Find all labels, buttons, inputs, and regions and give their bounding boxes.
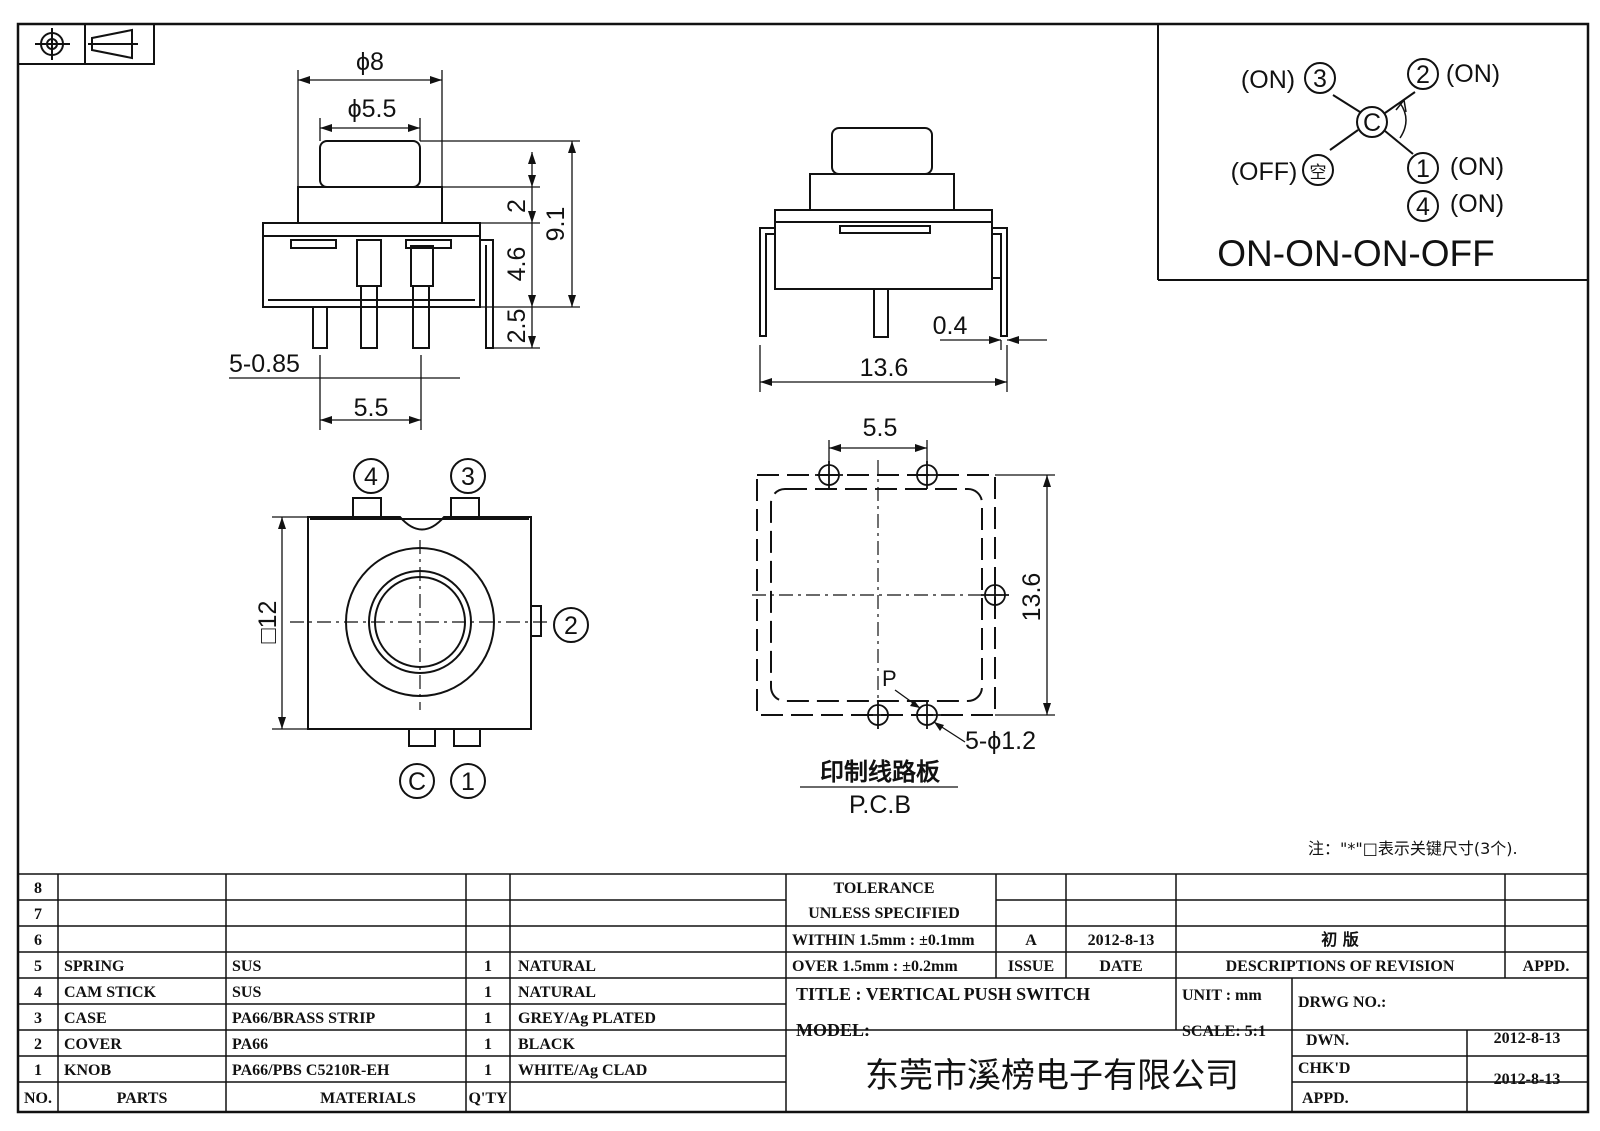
pin-number-1: 1 xyxy=(461,768,475,796)
tolerance-over: OVER 1.5mm : ±0.2mm xyxy=(792,958,958,975)
schematic-off-glyph: 空 xyxy=(1310,163,1327,183)
dim-diameter-8: ϕ8 xyxy=(356,48,384,76)
bom-cell-material: SUS xyxy=(232,984,261,1001)
approved-by-label: APPD. xyxy=(1302,1090,1349,1107)
bom-cell-no: 8 xyxy=(34,880,42,897)
schematic-on-1: (ON) xyxy=(1450,153,1504,181)
pin-number-c: C xyxy=(408,768,426,796)
bom-cell-material: PA66 xyxy=(232,1036,268,1053)
bom-cell-finish: NATURAL xyxy=(518,958,596,975)
pcb-p-label: P xyxy=(882,666,897,691)
bom-cell-material: PA66/PBS C5210R-EH xyxy=(232,1062,390,1079)
dim-width-13-6: 13.6 xyxy=(860,354,909,382)
bom-cell-finish: BLACK xyxy=(518,1036,575,1053)
rev-description-value: 初 版 xyxy=(1321,930,1359,949)
schematic-on-4: (ON) xyxy=(1450,190,1504,218)
drawing-scale: SCALE: 5:1 xyxy=(1182,1023,1266,1040)
pcb-dim-13-6: 13.6 xyxy=(1018,573,1046,622)
schematic-on-2: (ON) xyxy=(1446,60,1500,88)
bom-cell-part: SPRING xyxy=(64,958,125,975)
drawing-note: 注："*"□表示关键尺寸(3个). xyxy=(1308,839,1518,858)
dim-hole-size: 5-ϕ1.2 xyxy=(965,727,1036,755)
schematic-num-2: 2 xyxy=(1416,61,1430,89)
bom-cell-material: PA66/BRASS STRIP xyxy=(232,1010,376,1027)
dim-height-9-1: 9.1 xyxy=(542,207,570,242)
bom-header-parts: PARTS xyxy=(117,1090,168,1107)
drawing-model: MODEL: xyxy=(796,1020,870,1040)
pcb-label-cn: 印制线路板 xyxy=(820,758,941,786)
pcb-layout xyxy=(752,440,1055,788)
bom-cell-no: 5 xyxy=(34,958,42,975)
drawing-unit: UNIT : mm xyxy=(1182,987,1262,1004)
drawing-frame xyxy=(16,22,1590,1114)
dim-height-2: 2 xyxy=(503,199,531,213)
projection-symbol-icon xyxy=(18,24,155,65)
checked-date: 2012-8-13 xyxy=(1494,1071,1561,1088)
bom-cell-no: 6 xyxy=(34,932,42,949)
bom-title-table xyxy=(18,873,1588,1112)
rev-description-header: DESCRIPTIONS OF REVISION xyxy=(1226,958,1455,975)
top-view xyxy=(272,458,589,799)
bom-cell-material: SUS xyxy=(232,958,261,975)
bom-header-no: NO. xyxy=(24,1090,52,1107)
bom-cell-part: COVER xyxy=(64,1036,122,1053)
bom-cell-qty: 1 xyxy=(484,1062,492,1079)
bom-cell-qty: 1 xyxy=(484,1036,492,1053)
drawn-by-label: DWN. xyxy=(1306,1032,1349,1049)
bom-cell-finish: NATURAL xyxy=(518,984,596,1001)
bom-cell-finish: GREY/Ag PLATED xyxy=(518,1010,656,1027)
tolerance-subtitle: UNLESS SPECIFIED xyxy=(808,905,960,922)
bom-cell-qty: 1 xyxy=(484,1010,492,1027)
tolerance-within: WITHIN 1.5mm : ±0.1mm xyxy=(792,932,975,949)
bom-cell-no: 1 xyxy=(34,1062,42,1079)
drawing-title: TITLE : VERTICAL PUSH SWITCH xyxy=(796,984,1090,1004)
bom-header-materials: MATERIALS xyxy=(320,1090,416,1107)
rev-approved-header: APPD. xyxy=(1523,958,1570,975)
bom-cell-no: 7 xyxy=(34,906,42,923)
bom-cell-no: 3 xyxy=(34,1010,42,1027)
schematic-on-3: (ON) xyxy=(1241,66,1295,94)
rev-date-header: DATE xyxy=(1099,958,1142,975)
dim-diameter-5-5: ϕ5.5 xyxy=(348,95,397,123)
pcb-label-en: P.C.B xyxy=(849,791,911,819)
rev-issue-value: A xyxy=(1025,932,1037,949)
schematic-off: (OFF) xyxy=(1231,158,1298,186)
dim-square-12: □12 xyxy=(254,601,282,644)
drawn-date: 2012-8-13 xyxy=(1494,1030,1561,1047)
bom-cell-qty: 1 xyxy=(484,984,492,1001)
bom-cell-part: CAM STICK xyxy=(64,984,157,1001)
bom-cell-qty: 1 xyxy=(484,958,492,975)
company-name: 东莞市溪榜电子有限公司 xyxy=(865,1056,1239,1096)
bom-cell-no: 2 xyxy=(34,1036,42,1053)
bom-cell-no: 4 xyxy=(34,984,42,1001)
bom-header-qty: Q'TY xyxy=(468,1090,508,1107)
drawing-number-label: DRWG NO.: xyxy=(1298,994,1386,1011)
side-view xyxy=(759,127,1047,392)
dim-thickness-0-4: 0.4 xyxy=(933,312,968,340)
bom-cell-finish: WHITE/Ag CLAD xyxy=(518,1062,647,1079)
schematic-num-1: 1 xyxy=(1416,155,1430,183)
pcb-dim-pitch: 5.5 xyxy=(863,414,898,442)
bom-cell-part: CASE xyxy=(64,1010,107,1027)
pin-number-2: 2 xyxy=(564,612,578,640)
tolerance-title: TOLERANCE xyxy=(833,880,934,897)
rev-date-value: 2012-8-13 xyxy=(1088,932,1155,949)
schematic-num-3: 3 xyxy=(1313,65,1327,93)
checked-by-label: CHK'D xyxy=(1298,1060,1350,1077)
schematic-title: ON-ON-ON-OFF xyxy=(1217,233,1494,274)
dim-height-4-6: 4.6 xyxy=(503,247,531,282)
front-view xyxy=(229,70,580,430)
rev-issue-header: ISSUE xyxy=(1008,958,1054,975)
dim-height-2-5: 2.5 xyxy=(503,309,531,344)
schematic-num-4: 4 xyxy=(1416,193,1430,221)
schematic-common: C xyxy=(1363,109,1381,137)
bom-cell-part: KNOB xyxy=(64,1062,111,1079)
pin-number-4: 4 xyxy=(364,463,378,491)
dim-pin-pitch: 5.5 xyxy=(354,394,389,422)
dim-pin-count-size: 5-0.85 xyxy=(229,350,300,378)
pin-number-3: 3 xyxy=(461,463,475,491)
switch-schematic xyxy=(1157,24,1588,281)
